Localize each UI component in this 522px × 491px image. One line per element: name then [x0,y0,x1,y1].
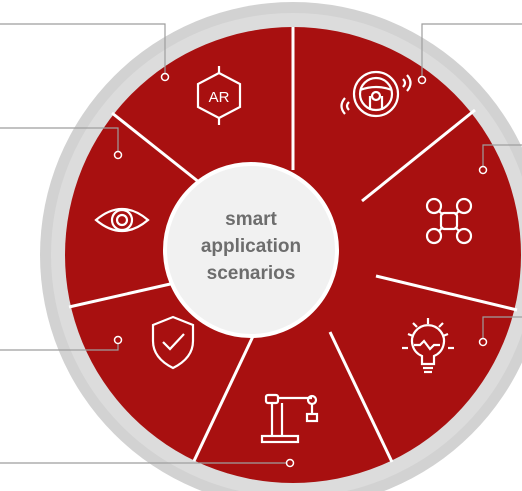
ar-icon-label: AR [209,89,230,106]
shield-check-icon [151,315,195,370]
connector-dot-steering [417,75,427,85]
ar-icon: AR [196,66,242,125]
eye-icon [94,207,150,233]
connector-dots [113,72,488,468]
connectors [0,23,522,464]
center-label-line3: scenarios [206,263,296,284]
idea-bulb-icon [402,318,454,374]
center-label-line2: application [200,236,302,257]
center-label-line1: smart [225,209,277,230]
connector-dot-robot [285,458,295,468]
drone-icon [425,197,473,245]
center-label: smart application scenarios [191,206,311,287]
center-circle [163,162,339,338]
connector-dot-bulb [478,337,488,347]
steering-wheel-icon [340,70,412,118]
connector-dot-drone [478,165,488,175]
connector-dot-eye [113,150,123,160]
connector-dot-shield [113,335,123,345]
connector-dot-ar [160,72,170,82]
robot-arm-icon [260,393,319,444]
